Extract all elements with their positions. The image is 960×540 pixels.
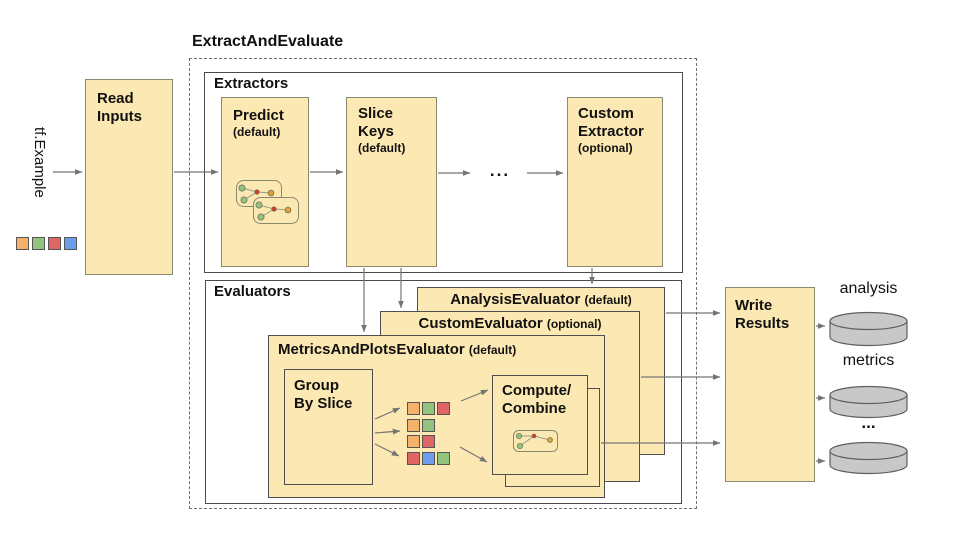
compute-combine-line1: Compute/ bbox=[502, 382, 572, 399]
legend-square-green bbox=[32, 237, 45, 250]
predict-extractor-box: Predict (default) bbox=[221, 97, 309, 267]
predict-qualifier: (default) bbox=[233, 125, 281, 139]
slice-square-green bbox=[422, 402, 435, 415]
compute-combine-box: Compute/ Combine bbox=[492, 375, 588, 475]
slice-square-red bbox=[407, 451, 420, 465]
analysis-evaluator-title: AnalysisEvaluator bbox=[450, 291, 581, 308]
write-results-line2: Results bbox=[735, 315, 790, 332]
slice-square-orange bbox=[407, 402, 420, 415]
predict-title: Predict bbox=[233, 107, 284, 124]
analysis-evaluator-qualifier: (default) bbox=[584, 293, 632, 307]
custom-extractor-title-line1: Custom bbox=[578, 105, 634, 122]
output-label-analysis: analysis bbox=[839, 280, 898, 297]
legend-square-red bbox=[48, 237, 61, 250]
diagram-title: ExtractAndEvaluate bbox=[192, 33, 344, 50]
analysis-db-cylinder bbox=[829, 311, 908, 347]
read-inputs-label-line2: Inputs bbox=[97, 108, 142, 125]
slice-keys-qualifier: (default) bbox=[358, 141, 406, 155]
legend-square-orange bbox=[16, 237, 29, 250]
slice-square-green bbox=[437, 451, 450, 465]
slice-square-blue bbox=[422, 451, 435, 465]
slice-keys-title-line1: Slice bbox=[358, 105, 394, 122]
slice-square-orange bbox=[407, 435, 420, 448]
output-label-metrics: metrics bbox=[842, 352, 895, 369]
compute-combine-line2: Combine bbox=[502, 400, 567, 417]
more-db-cylinder bbox=[829, 441, 908, 475]
input-label: tf.Example bbox=[31, 127, 48, 198]
extractors-ellipsis: ... bbox=[489, 161, 511, 180]
custom-extractor-qualifier: (optional) bbox=[578, 141, 633, 155]
metrics-and-plots-qualifier: (default) bbox=[468, 343, 517, 357]
group-by-slice-line2: By Slice bbox=[294, 395, 353, 412]
custom-evaluator-title: CustomEvaluator bbox=[418, 315, 543, 332]
slice-keys-title-line2: Keys bbox=[358, 123, 394, 140]
slice-grid bbox=[407, 402, 450, 468]
group-by-slice-line1: Group bbox=[294, 377, 339, 394]
slice-grid-row bbox=[407, 402, 450, 415]
custom-extractor-box: Custom Extractor (optional) bbox=[567, 97, 663, 267]
write-results-box: Write Results bbox=[725, 287, 815, 482]
custom-extractor-title-line2: Extractor bbox=[578, 123, 644, 140]
custom-evaluator-qualifier: (optional) bbox=[546, 317, 602, 331]
write-results-line1: Write bbox=[735, 297, 773, 314]
extractors-label: Extractors bbox=[214, 75, 289, 92]
slice-keys-extractor-box: Slice Keys (default) bbox=[346, 97, 437, 267]
slice-grid-row bbox=[407, 451, 450, 465]
evaluators-container bbox=[205, 280, 682, 504]
evaluators-label: Evaluators bbox=[214, 283, 291, 300]
slice-square-green bbox=[422, 418, 435, 432]
extract-and-evaluate-container bbox=[189, 58, 697, 509]
read-inputs-label-line1: Read bbox=[97, 90, 134, 107]
read-inputs-box: Read Inputs bbox=[85, 79, 173, 275]
slice-grid-row bbox=[407, 435, 450, 448]
legend-square-blue bbox=[64, 237, 77, 250]
slice-square-red bbox=[437, 402, 450, 415]
output-label-ellipsis: ... bbox=[861, 413, 876, 432]
slice-square-red bbox=[422, 435, 435, 448]
example-legend bbox=[16, 237, 77, 250]
slice-grid-row bbox=[407, 418, 450, 432]
slice-square-orange bbox=[407, 418, 420, 432]
group-by-slice-box: Group By Slice bbox=[284, 369, 373, 485]
metrics-and-plots-title: MetricsAndPlotsEvaluator bbox=[278, 341, 465, 358]
